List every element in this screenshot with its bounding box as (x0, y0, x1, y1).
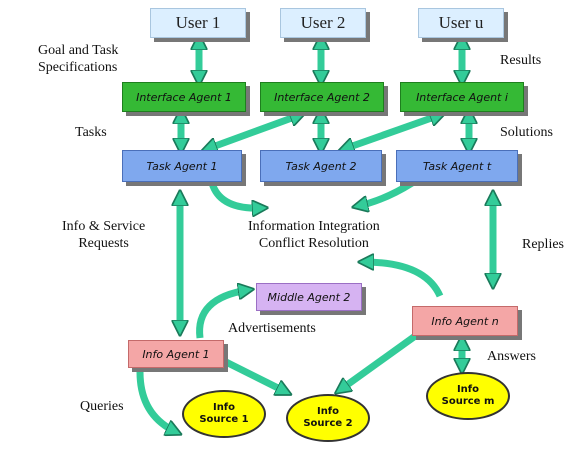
interface-agent-1: Interface Agent 1 (122, 82, 246, 112)
arrow-infoagent1-middleagent (196, 290, 248, 339)
arrow-taskt-integration (358, 180, 414, 206)
task-agent-t: Task Agent t (396, 150, 518, 182)
user-1-box: User 1 (150, 8, 246, 38)
arrow-infoagent1-source2 (220, 356, 286, 392)
replies-label: Replies (522, 237, 564, 252)
middle-agent-2: Middle Agent 2 (256, 283, 362, 311)
results-label: Results (500, 53, 542, 68)
queries-label: Queries (80, 399, 124, 414)
answers-label: Answers (487, 349, 536, 364)
arrow-infoagentn-integration (364, 262, 444, 298)
interface-agent-2: Interface Agent 2 (260, 82, 384, 112)
arrow-interface2-task1 (207, 115, 300, 149)
user-2-box: User 2 (280, 8, 366, 38)
tasks-label: Tasks (75, 125, 107, 140)
task-agent-2: Task Agent 2 (260, 150, 382, 182)
info-service-requests-label: Info & Service Requests (62, 219, 146, 251)
info-agent-1: Info Agent 1 (128, 340, 224, 368)
arrow-queries (136, 371, 176, 432)
advertisements-label: Advertisements (228, 321, 316, 336)
user-u-box: User u (418, 8, 504, 38)
interface-agent-i: Interface Agent i (400, 82, 524, 112)
arrow-infoagentn-source2 (340, 331, 421, 390)
task-agent-1: Task Agent 1 (122, 150, 242, 182)
arrow-task1-integration (208, 181, 262, 208)
goal-task-spec-label: Goal and Task Specifications (38, 43, 119, 75)
solutions-label: Solutions (500, 125, 553, 140)
info-agent-n: Info Agent n (412, 306, 518, 336)
integration-label: Information Integration Conflict Resolut… (248, 219, 380, 251)
arrow-interfacei-task2 (344, 115, 440, 149)
